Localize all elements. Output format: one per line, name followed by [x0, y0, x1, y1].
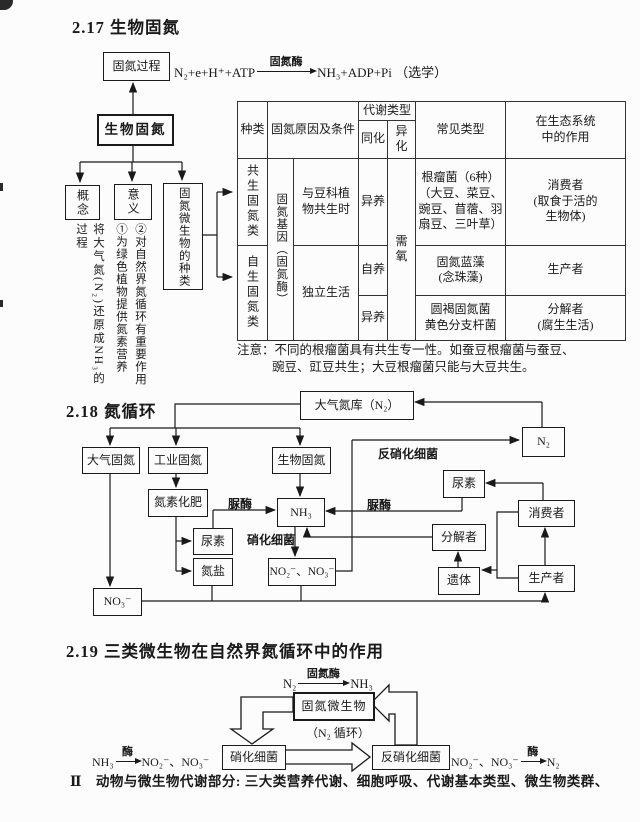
cell-condition-symbiotic: 与豆科植 物共生时 [292, 157, 360, 246]
cycle-219-block-arrows [228, 683, 418, 773]
enzyme-label: 固氮酶 [269, 56, 303, 68]
cell-type-free-living: 自生固氮类 [237, 244, 268, 341]
cell-role-r1: 消费者 (取食于活的 生物体) [505, 157, 627, 246]
right-arrow-icon [257, 68, 318, 74]
box-atmospheric-fixation: 大气固氮 [82, 447, 140, 474]
cell-role-r3: 分解者 (腐生生活) [505, 294, 627, 341]
cell-common-r2: 固氮蓝藻 (念珠藻) [415, 244, 507, 296]
block-arrow-left-icon [370, 683, 418, 746]
table-row-symbiotic: 共生固氮类 固氮基因（固氮酶） 与豆科植 物共生时 异养 需氧 根瘤菌（6种） … [237, 157, 627, 341]
section-2-18-heading: 2.18 氮循环 [66, 402, 157, 421]
equation-lhs: NH₃ [92, 755, 114, 769]
enzyme-label: 固氮酶 [306, 668, 340, 680]
block-arrow-right-icon [284, 741, 372, 773]
col-header-type: 种类 [237, 101, 268, 159]
top-fixation-equation: N₂ 固氮酶 NH₃ [283, 666, 373, 690]
col-header-assimilation: 同化 [358, 119, 389, 159]
table-note-line1: 注意：不同的根瘤菌具有共生专一性。如蚕豆根瘤菌与蚕豆、 [237, 343, 575, 357]
scan-artifact [0, 300, 3, 307]
right-arrow-icon [520, 758, 547, 764]
nitrogen-fixers-table: 种类 固氮原因及条件 代谢类型 常见类型 在生态系统 中的作用 同化 异化 共生… [237, 101, 627, 341]
box-nitrifying-bacteria: 硝化细菌 [222, 745, 286, 770]
cell-condition-independent: 独立生活 [292, 244, 360, 341]
equation-lhs: NO₂⁻、NO₃⁻ [451, 755, 519, 769]
box-nitrogen-fertilizer: 氮素化肥 [148, 489, 208, 517]
enzyme-arrow: 酶 [520, 746, 547, 768]
box-producer: 生产者 [518, 565, 575, 592]
box-atmospheric-nitrogen-pool: 大气氮库（N₂） [300, 391, 414, 420]
cell-assimilation-r3: 异养 [358, 294, 389, 341]
fixation-equation: N₂+e+H⁺+ATP 固氮酶 NH₃+ADP+Pi （选学） [174, 53, 448, 80]
scan-artifact [0, 0, 13, 10]
meaning-box: 意义 [114, 184, 152, 220]
scan-artifact [0, 183, 3, 191]
box-industrial-fixation: 工业固氮 [148, 447, 208, 474]
box-decomposer: 分解者 [432, 524, 486, 551]
enzyme-arrow: 固氮酶 [298, 668, 351, 690]
col-header-dissimilation: 异化 [387, 119, 417, 159]
cell-assimilation-r2: 自养 [358, 244, 389, 296]
n2-cycle-label: （N₂ 循环） [306, 726, 370, 740]
col-header-reason: 固氮原因及条件 [266, 101, 360, 159]
process-box: 固氮过程 [103, 52, 170, 81]
label-denitrifying-bacteria: 反硝化细菌 [378, 447, 439, 461]
concept-definition-text: 将大气氮(N₂)还原成NH₃的过程 [75, 223, 104, 386]
box-urea-right: 尿素 [443, 470, 485, 498]
right-arrow-icon [115, 758, 142, 764]
equation-rhs: NH₃+ADP+Pi （选学） [317, 65, 448, 80]
enzyme-label: 酶 [122, 746, 134, 758]
cell-dissimilation-aerobic: 需氧 [387, 157, 417, 341]
concept-box: 概念 [65, 185, 100, 220]
nitrification-equation: NH₃ 酶 NO₂⁻、NO₃⁻ [92, 746, 210, 769]
right-arrow-icon [298, 680, 351, 686]
enzyme-label: 酶 [527, 746, 539, 758]
cell-gene: 固氮基因（固氮酶） [267, 157, 294, 341]
label-urease-right: 脲酶 [367, 498, 392, 512]
box-no3: NO₃⁻ [93, 588, 142, 616]
equation-lhs: N₂+e+H⁺+ATP [174, 65, 256, 80]
box-nitrogen-salt: 氮盐 [193, 558, 233, 586]
box-remains: 遗体 [438, 567, 480, 595]
box-biological-fixation: 生物固氮 [272, 447, 331, 474]
cell-common-r1: 根瘤菌（6种） （大豆、菜豆、 豌豆、苜蓿、羽 扇豆、三叶草） [415, 157, 507, 246]
box-urea-left: 尿素 [193, 528, 233, 555]
box-denitrifying-bacteria: 反硝化细菌 [372, 745, 450, 770]
enzyme-arrow: 固氮酶 [257, 56, 318, 79]
equation-rhs: N₂ [546, 755, 560, 769]
enzyme-arrow: 酶 [115, 746, 142, 768]
section-2-19-heading: 2.19 三类微生物在自然界氮循环中的作用 [66, 642, 384, 661]
equation-rhs: NO₂⁻、NO₃⁻ [141, 755, 210, 769]
box-no2-no3: NO₂⁻、NO₃⁻ [268, 558, 336, 586]
meaning-text: ①为绿色植物提供氮素营养 ②对自然界氮循环有重要作用 [115, 223, 146, 386]
denitrification-equation: NO₂⁻、NO₃⁻ 酶 N₂ [451, 746, 560, 769]
col-header-common-types: 常见类型 [415, 101, 507, 159]
col-header-ecosystem-role: 在生态系统 中的作用 [505, 101, 627, 159]
label-urease-left: 脲酶 [228, 497, 253, 511]
table-row-free-living-autotroph: 自生固氮类 独立生活 自养 固氮蓝藻 (念珠藻) 生产者 [237, 244, 627, 341]
table-note-line2: 豌豆、豇豆共生；大豆根瘤菌只能与大豆共生。 [272, 360, 535, 374]
label-nitrifying-bacteria: 硝化细菌 [247, 533, 296, 547]
nitrogen-cycle-218-wires [105, 397, 550, 603]
flowchart-217-wires [75, 81, 234, 282]
col-header-metabolism: 代谢类型 [358, 101, 417, 121]
box-nh3: NH₃ [277, 498, 325, 527]
box-consumer: 消费者 [518, 500, 575, 527]
box-nitrogen-fixing-microbes: 固氮微生物 [293, 692, 375, 721]
box-n2: N₂ [522, 427, 565, 457]
cell-type-symbiotic: 共生固氮类 [237, 157, 268, 246]
equation-lhs: N₂ [283, 676, 297, 691]
equation-rhs: NH₃ [350, 676, 373, 691]
section-2-17-heading: 2.17 生物固氮 [72, 18, 180, 37]
root-box-biological-fixation: 生物固氮 [97, 114, 174, 146]
block-arrow-down-icon [228, 696, 294, 745]
footer-line: Ⅱ 动物与微生物代谢部分: 三大类营养代谢、细胞呼吸、代谢基本类型、微生物类群、 [70, 774, 609, 789]
cell-assimilation-r1: 异养 [358, 157, 389, 246]
cell-role-r2: 生产者 [505, 244, 627, 296]
table-row-free-living-heterotroph: 异养 圆褐固氮菌 黄色分支杆菌 分解者 (腐生生活) [238, 294, 627, 341]
microbe-types-box: 固氮微生物的种类 [163, 183, 203, 290]
cell-common-r3: 圆褐固氮菌 黄色分支杆菌 [415, 294, 507, 341]
